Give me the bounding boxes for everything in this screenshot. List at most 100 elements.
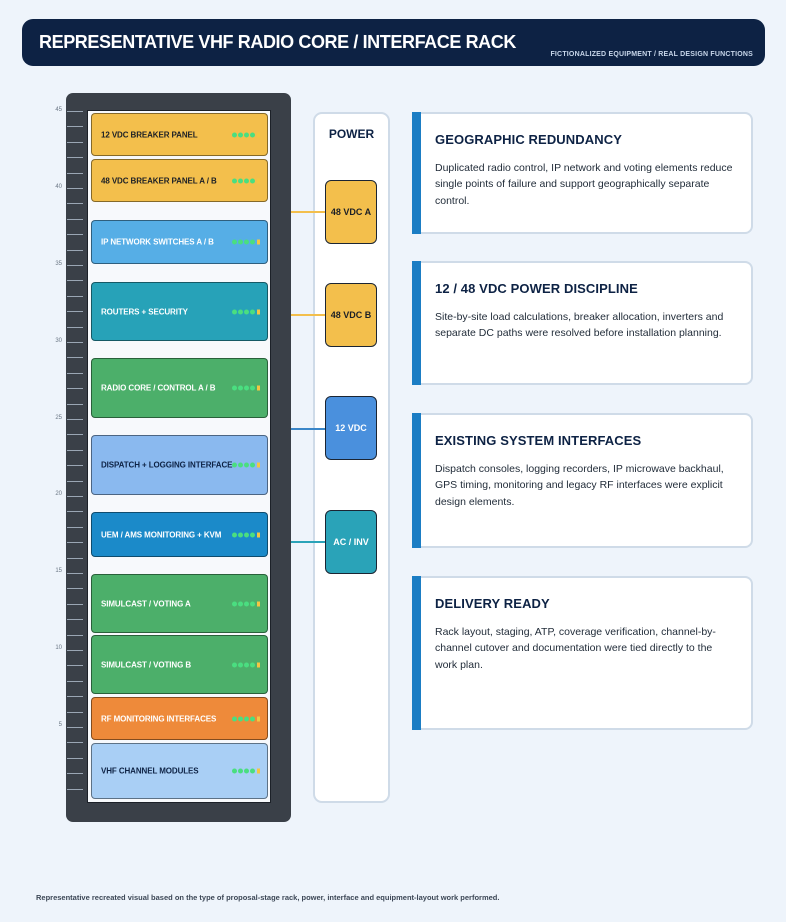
status-leds (232, 716, 260, 721)
rack-unit-tick (67, 403, 83, 405)
info-card-power-discipline (412, 261, 753, 385)
card-body: Rack layout, staging, ATP, coverage veri… (435, 626, 716, 671)
rack-unit-tick (67, 326, 83, 328)
power-feed-48vdc-a: 48 VDC A (325, 180, 377, 244)
page-title: REPRESENTATIVE VHF RADIO CORE / INTERFAC… (39, 32, 516, 52)
ruler-label: 5 (58, 722, 62, 728)
power-connector-48vdc-b (291, 314, 325, 316)
status-leds (232, 178, 260, 183)
module-label: UEM / AMS MONITORING + KVM (101, 530, 222, 539)
card-title: 12 / 48 VDC POWER DISCIPLINE (435, 281, 638, 296)
ruler-label: 30 (55, 338, 62, 344)
card-body: Site-by-site load calculations, breaker … (435, 311, 724, 340)
ruler-label: 45 (55, 107, 62, 113)
rack-unit-tick (67, 342, 83, 343)
card-accent-bar (412, 413, 421, 548)
page-subtitle: FICTIONALIZED EQUIPMENT / REAL DESIGN FU… (550, 51, 753, 58)
card-title: DELIVERY READY (435, 596, 550, 611)
ruler-label: 35 (55, 261, 62, 267)
module-label: 12 VDC BREAKER PANEL (101, 130, 198, 139)
status-leds (232, 462, 260, 468)
module-label: SIMULCAST / VOTING B (101, 660, 192, 669)
power-connector-48vdc-a (291, 211, 325, 213)
rack-module-uem-ams-monitoring: UEM / AMS MONITORING + KVM (91, 512, 268, 557)
rack-unit-tick (67, 573, 83, 574)
rack-unit-tick (67, 696, 83, 698)
rack-module-12vdc-breaker: 12 VDC BREAKER PANEL (91, 113, 268, 156)
power-connector-ac-inv (291, 541, 325, 543)
rack-unit-tick (67, 757, 83, 759)
rack-unit-tick (67, 665, 83, 667)
rack-unit-tick (67, 218, 83, 220)
rack-module-simulcast-voting-a: SIMULCAST / VOTING A (91, 574, 268, 633)
footer-note: Representative recreated visual based on… (36, 893, 500, 902)
rack-unit-tick (67, 680, 83, 682)
module-label: 48 VDC BREAKER PANEL A / B (101, 176, 217, 185)
rack-unit-tick (67, 188, 83, 189)
card-accent-bar (412, 112, 421, 234)
rack-unit-tick (67, 511, 83, 513)
rack-module-dispatch-logging: DISPATCH + LOGGING INTERFACE (91, 435, 268, 495)
rack-unit-tick (67, 496, 83, 497)
rack-unit-rail (67, 95, 83, 821)
rack-unit-tick (67, 480, 83, 482)
power-connector-12vdc (291, 428, 325, 430)
status-leds (232, 132, 260, 137)
rack-unit-tick (67, 526, 83, 528)
rack-unit-tick (67, 280, 83, 282)
rack-unit-tick (67, 711, 83, 713)
rack-module-rf-monitoring: RF MONITORING INTERFACES (91, 697, 268, 740)
rack-unit-tick (67, 465, 83, 467)
status-leds (232, 239, 260, 245)
card-body: Duplicated radio control, IP network and… (435, 162, 733, 207)
card-accent-bar (412, 576, 421, 730)
module-label: VHF CHANNEL MODULES (101, 766, 199, 776)
rack-unit-tick (67, 157, 83, 159)
rack-module-simulcast-voting-b: SIMULCAST / VOTING B (91, 635, 268, 694)
status-leds (232, 662, 260, 667)
module-label: SIMULCAST / VOTING A (101, 599, 191, 608)
ruler-label: 40 (55, 184, 62, 190)
card-title: GEOGRAPHIC REDUNDANCY (435, 132, 623, 147)
module-label: ROUTERS + SECURITY (101, 307, 188, 316)
card-accent-bar (412, 261, 421, 385)
rack-unit-tick (67, 172, 83, 174)
status-leds (232, 532, 260, 537)
ruler-label: 10 (55, 645, 62, 651)
power-title: POWER (328, 127, 375, 141)
status-leds (232, 385, 260, 391)
rack-unit-tick (67, 588, 83, 590)
rack-unit-tick (67, 388, 83, 390)
rack-unit-tick (67, 542, 83, 544)
rack-unit-tick (67, 634, 83, 636)
rack-module-vhf-channel: VHF CHANNEL MODULES (91, 743, 268, 799)
module-label: RF MONITORING INTERFACES (101, 714, 217, 723)
card-title: EXISTING SYSTEM INTERFACES (435, 433, 642, 448)
module-label: IP NETWORK SWITCHES A / B (101, 237, 214, 247)
rack-unit-tick (67, 434, 83, 436)
power-feed-12vdc: 12 VDC (325, 396, 377, 460)
rack-module-radio-core: RADIO CORE / CONTROL A / B (91, 358, 268, 418)
rack-unit-tick (67, 357, 83, 359)
rack-module-routers-security: ROUTERS + SECURITY (91, 282, 268, 341)
rack-module-48vdc-breaker: 48 VDC BREAKER PANEL A / B (91, 159, 268, 202)
power-feed-ac-inv: AC / INV (325, 510, 377, 574)
header-banner: REPRESENTATIVE VHF RADIO CORE / INTERFAC… (22, 19, 765, 66)
rack-unit-tick (67, 295, 83, 297)
power-feed-48vdc-b: 48 VDC B (325, 283, 377, 347)
rack-unit-tick (67, 203, 83, 205)
rack-unit-tick (67, 311, 83, 313)
rack-unit-tick (67, 557, 83, 559)
rack-unit-tick (67, 619, 83, 621)
module-label: RADIO CORE / CONTROL A / B (101, 383, 216, 393)
status-leds (232, 768, 260, 774)
info-card-geographic-redundancy (412, 112, 753, 234)
rack-unit-tick (67, 111, 83, 112)
rack-unit-tick (67, 727, 83, 728)
rack-unit-tick (67, 141, 83, 143)
rack-unit-tick (67, 234, 83, 236)
status-leds (232, 309, 260, 314)
rack-unit-tick (67, 265, 83, 266)
rack-unit-tick (67, 773, 83, 775)
rack-unit-tick (67, 249, 83, 251)
